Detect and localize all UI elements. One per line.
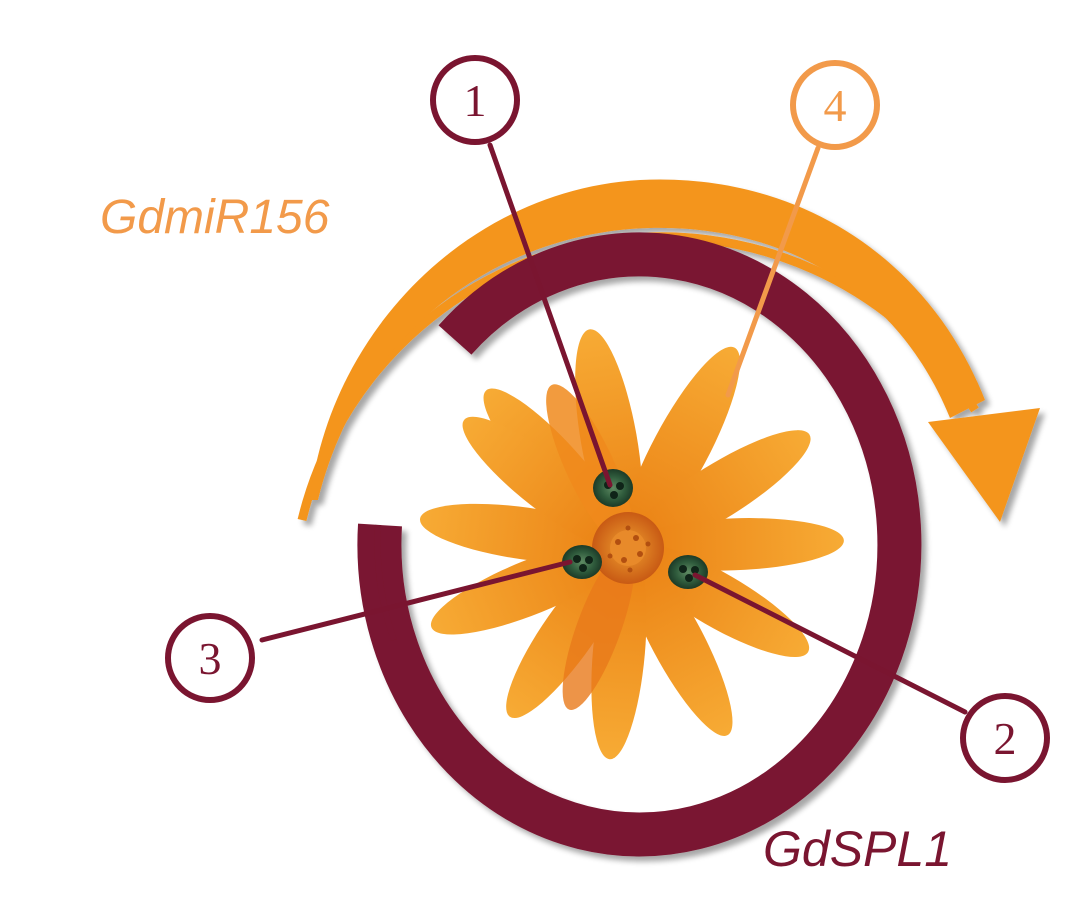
marker-4-label: 4	[824, 80, 847, 131]
spl-ring	[357, 232, 922, 857]
marker-1: 1	[430, 55, 520, 145]
marker-3-label: 3	[199, 633, 222, 684]
petal	[621, 346, 740, 552]
marker-4: 4	[790, 60, 880, 150]
spl-arc-tail	[374, 524, 397, 641]
leader-line-3	[259, 559, 573, 643]
spl-label: GdSPL1	[763, 821, 952, 877]
petal	[546, 384, 634, 549]
leader-line-4	[725, 145, 821, 398]
marker-2-label: 2	[994, 713, 1017, 764]
green-spot-1	[593, 469, 633, 507]
green-spot-3	[562, 545, 602, 579]
mirna-arc-body	[310, 179, 985, 500]
green-spot-2	[668, 555, 708, 589]
petal	[621, 543, 733, 736]
center-texture	[607, 525, 651, 573]
marker-3: 3	[165, 613, 255, 703]
petal	[462, 416, 630, 552]
marker-1-label: 1	[464, 75, 487, 126]
gerbera-flower	[419, 329, 844, 760]
marker-2: 2	[960, 693, 1050, 783]
petal	[625, 430, 811, 554]
arrowhead-icon	[928, 408, 1040, 522]
mirna-label: GdmiR156	[100, 191, 330, 244]
petal	[562, 547, 635, 710]
flower-center-inner	[610, 530, 646, 566]
spl-arc	[357, 232, 922, 857]
leader-line-1	[487, 142, 613, 488]
leader-line-2	[692, 572, 968, 715]
leader-lines	[259, 142, 968, 715]
